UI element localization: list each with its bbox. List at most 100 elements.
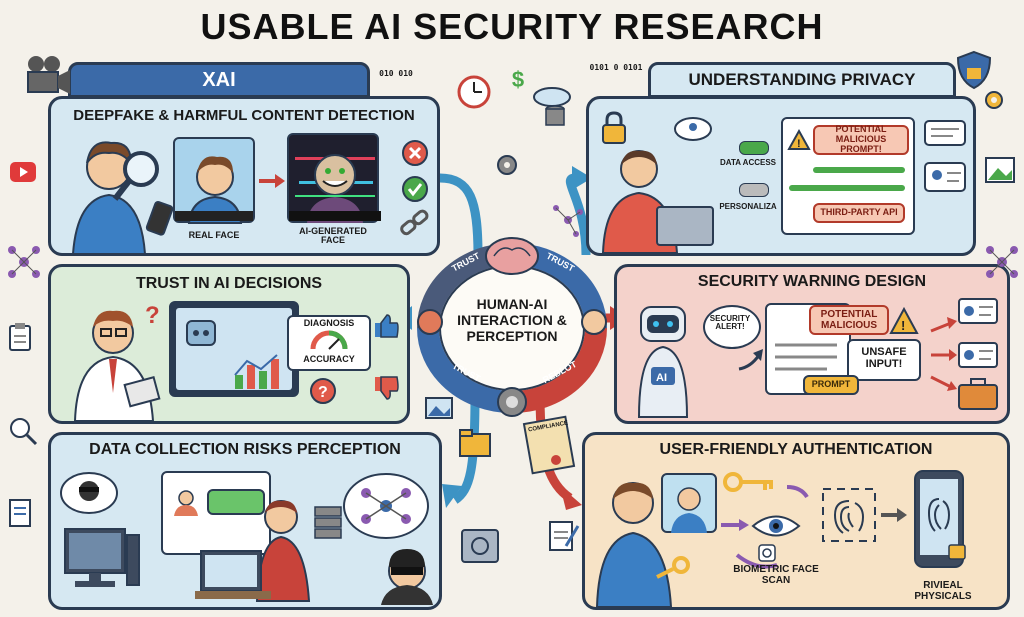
question-icon: ? [145, 302, 160, 329]
security-alert-bubble [703, 305, 761, 349]
briefcase-icon [958, 378, 998, 410]
auth-panel: USER-FRIENDLY AUTHENTICATION [582, 432, 1010, 610]
warning-icon: ! [787, 128, 811, 150]
diagnosis-label: DIAGNOSIS [303, 318, 355, 328]
unsafe-input-box [847, 339, 921, 381]
gauge-icon [310, 330, 348, 350]
ai-monitor [169, 301, 299, 397]
data-collection-panel-title: DATA COLLECTION RISKS PERCEPTION [89, 441, 401, 458]
potential-prompt-alert: POTENTIAL MALICIOUS PROMPT! [813, 124, 909, 155]
document-icon [9, 499, 31, 527]
hacker-thought-icon [60, 472, 118, 514]
xai-tab-label: XAI [202, 69, 236, 91]
eye-icon [751, 515, 801, 537]
doctor-figure [73, 310, 161, 422]
privacy-tab: UNDERSTANDING PRIVACY SETTINGS [648, 62, 956, 119]
svg-text:?: ? [318, 384, 328, 401]
clipboard-pen-icon [549, 521, 580, 551]
warning-triangle-icon: ! [889, 306, 919, 334]
binary-text-right: 0101 0 0101 [589, 63, 643, 72]
molecule-icon [553, 205, 583, 237]
clock-icon [457, 75, 491, 109]
pointing-arrow-icon [738, 349, 763, 371]
key-icon [723, 472, 773, 492]
setting-slider-2[interactable] [789, 185, 905, 191]
clipboard-icon [9, 323, 31, 351]
security-alert-label: SECURITY ALERT! [709, 314, 751, 332]
face-scan-icon [671, 487, 707, 533]
chat-bubble-icon [924, 120, 966, 146]
compliance-scroll-icon [522, 415, 576, 475]
trust-panel: TRUST IN AI DECISIONS ? DIAGNOSIS [48, 264, 410, 424]
id-card-icon-1 [958, 298, 998, 324]
personaliza-label: PERSONALIZA [719, 202, 777, 211]
trust-panel-title: TRUST IN AI DECISIONS [135, 275, 323, 292]
fingerprint-icon [822, 488, 876, 542]
gear-icon [497, 155, 517, 175]
shield-lock-icon [956, 50, 992, 90]
id-card-icon-2 [958, 342, 998, 368]
biometric-label: BIOMETRIC FACE SCAN [733, 564, 819, 586]
chat-window [161, 471, 271, 555]
diagnosis-card: DIAGNOSIS ACCURACY [287, 315, 371, 371]
image-icon [985, 157, 1015, 183]
accuracy-label: ACCURACY [303, 354, 355, 364]
physicals-label: RIVIEAL PHYSICALS [914, 580, 972, 602]
setting-slider-1[interactable] [813, 167, 905, 173]
desktop-computer-icon [64, 528, 140, 587]
biometric-icon [758, 544, 776, 562]
xai-panel-title: DEEPFAKE & HARMFUL CONTENT DETECTION [73, 107, 415, 124]
warning-panel-title: SECURITY WARNING DESIGN [697, 273, 927, 290]
auth-panel-title: USER-FRIENDLY AUTHENTICATION [659, 441, 933, 458]
broken-chain-icon [400, 209, 429, 236]
center-ring [417, 237, 607, 417]
ai-face-icon [289, 154, 381, 223]
smartphone-icon [914, 470, 966, 568]
settings-gear-icon [985, 91, 1003, 109]
svg-text:!: ! [797, 138, 801, 150]
user-with-key-figure [595, 482, 690, 608]
real-face-image [173, 137, 255, 224]
robot-figure: AI [637, 306, 689, 418]
real-face-icon [175, 156, 253, 224]
thief-icon [381, 549, 433, 605]
real-face-label: REAL FACE [188, 230, 240, 240]
warning-panel: SECURITY WARNING DESIGN AI SECURITY ALER… [614, 264, 1010, 424]
network-node-icon-left [8, 246, 40, 278]
cloud-user-icon [674, 117, 712, 141]
data-collection-panel: DATA COLLECTION RISKS PERCEPTION [48, 432, 442, 610]
xai-panel: DEEPFAKE & HARMFUL CONTENT DETECTION REA… [48, 96, 440, 256]
id-card-icon [924, 162, 966, 192]
approve-icon [402, 176, 428, 202]
network-thought-icon [343, 473, 429, 539]
thumbs-up-icon [375, 314, 399, 338]
warning-window-lines [775, 343, 837, 371]
data-access-label: DATA ACCESS [720, 158, 776, 167]
thumbs-down-icon [375, 376, 399, 400]
flow-arrows-icon [721, 485, 809, 569]
settings-window: ! POTENTIAL MALICIOUS PROMPT! THIRD-PART… [781, 117, 915, 235]
investigator-figure [71, 141, 174, 255]
ai-face-label: AI-GENERATED FACE [299, 226, 367, 246]
question-mark-icon: ? [310, 378, 336, 404]
personalization-toggle[interactable] [739, 183, 769, 197]
user-avatar-icon [174, 490, 198, 516]
user-at-laptop-figure [601, 150, 714, 254]
privacy-panel: DATA ACCESS PERSONALIZA ! POTENTIAL MALI… [586, 96, 976, 256]
folder-icon [459, 429, 491, 457]
server-icon [314, 506, 342, 539]
lock-icon [602, 111, 626, 144]
data-access-toggle[interactable] [739, 141, 769, 155]
search-bug-icon [10, 418, 38, 446]
network-node-icon-right [986, 246, 1018, 278]
svg-text:!: ! [901, 318, 905, 333]
reject-icon [402, 140, 428, 166]
bar-chart-icon [234, 354, 279, 389]
database-icon [545, 105, 565, 126]
video-camera-icon [27, 56, 70, 94]
play-button-icon [10, 162, 36, 182]
ai-face-image [287, 133, 381, 223]
output-arrows-icon [930, 317, 957, 391]
arrow-icon [259, 174, 285, 188]
robot-ai-label: AI [656, 372, 667, 384]
